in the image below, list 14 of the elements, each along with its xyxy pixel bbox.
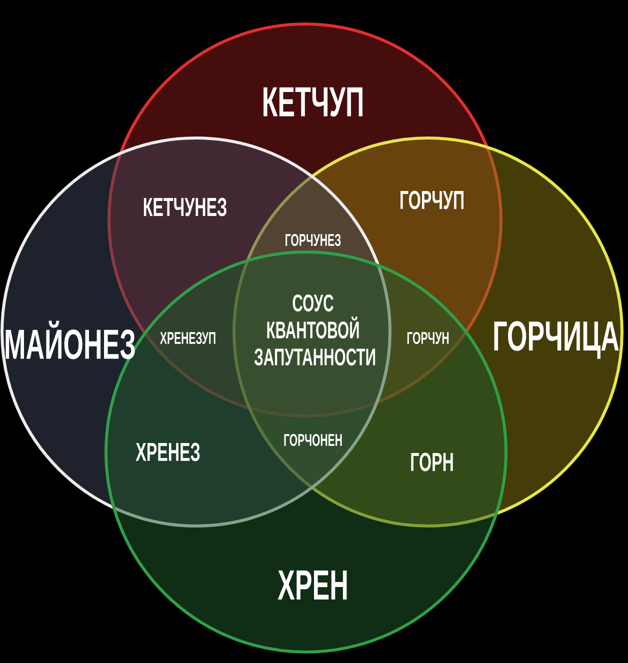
region-label: КЕТЧУНЕЗ <box>144 198 226 216</box>
venn-circle <box>232 136 624 528</box>
region-label: ГОРЧОНЕН <box>284 434 342 446</box>
region-label: ГОРЧУП <box>400 190 464 210</box>
region-label: ГОРЧУНЕЗ <box>286 234 341 246</box>
region-label: СОУС КВАНТОВОЙ ЗАПУТАННОСТИ <box>254 294 376 366</box>
region-label: ХРЕНЕЗУП <box>160 332 216 344</box>
region-label: ХРЕНЕЗ <box>136 442 200 462</box>
circle-label: ХРЕН <box>278 570 347 600</box>
circle-label: ГОРЧИЦА <box>494 321 619 359</box>
region-label: ГОРЧУН <box>407 332 449 344</box>
region-label: ГОРН <box>411 452 453 472</box>
circle-label: МАЙОНЕЗ <box>6 320 135 360</box>
circle-label: КЕТЧУП <box>264 87 362 117</box>
